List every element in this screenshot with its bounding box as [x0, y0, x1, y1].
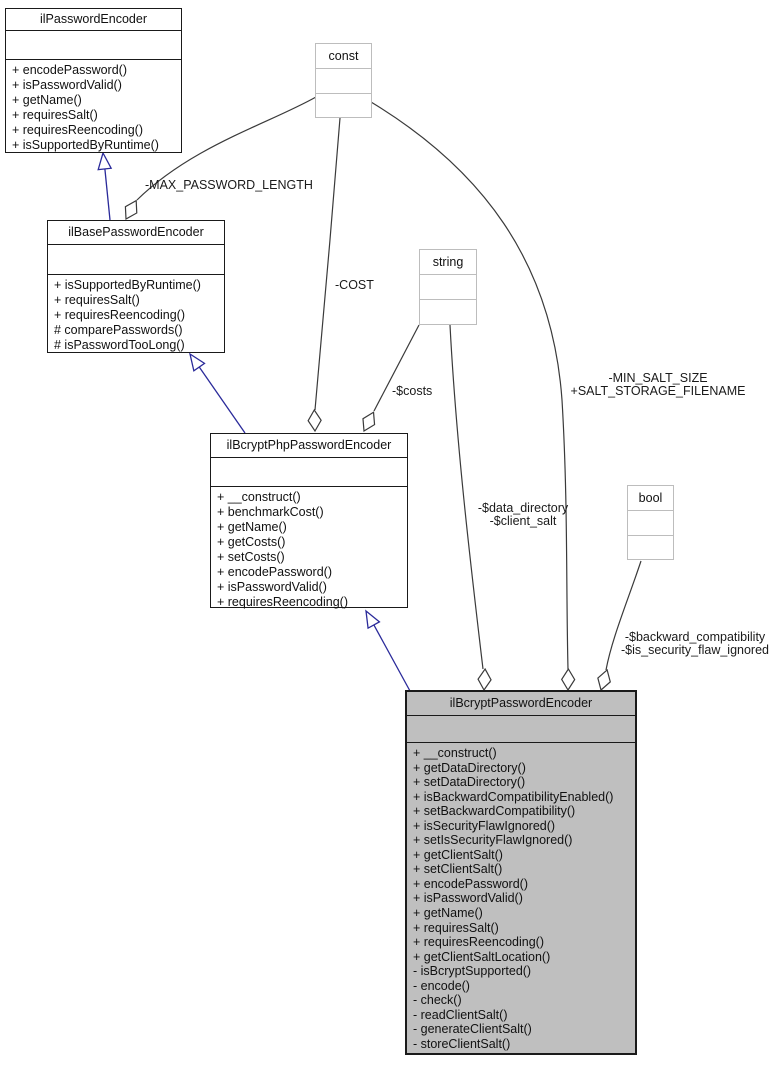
- method-label: + getClientSaltLocation(): [413, 949, 551, 964]
- method-label: + setDataDirectory(): [413, 775, 526, 790]
- method-label: + requiresSalt(): [12, 108, 98, 122]
- method-label: + __construct(): [217, 490, 301, 504]
- aggregation-diamond: [597, 668, 611, 692]
- method-label: + encodePassword(): [413, 876, 528, 891]
- type-node-bool: bool: [627, 485, 674, 560]
- method-label: + getClientSalt(): [413, 847, 503, 862]
- aggregation-edge-min-salt: [370, 101, 569, 670]
- method-label: - readClientSalt(): [413, 1007, 508, 1022]
- class-title: ilBasePasswordEncoder: [48, 221, 224, 245]
- inheritance-arrowhead: [97, 151, 113, 171]
- method-label: + setClientSalt(): [413, 862, 503, 877]
- method-label: + getName(): [12, 93, 82, 107]
- aggregation-diamond: [124, 199, 138, 220]
- method-label: - isBcryptSupported(): [413, 964, 532, 979]
- method-label: + isSupportedByRuntime(): [54, 278, 201, 292]
- method-label: + benchmarkCost(): [217, 505, 324, 519]
- edge-label-line: -MIN_SALT_SIZE: [608, 371, 708, 385]
- method-label: + setCosts(): [217, 550, 285, 564]
- attributes-compartment: [316, 69, 371, 94]
- method-label: + isSecurityFlawIgnored(): [413, 818, 556, 833]
- edge-label-line: +SALT_STORAGE_FILENAME: [570, 384, 746, 398]
- aggregation-edge-cost: [314, 117, 341, 411]
- method-label: - storeClientSalt(): [413, 1036, 511, 1051]
- operations-compartment: [628, 536, 673, 560]
- aggregation-edge-max-password-length: [136, 96, 317, 201]
- attributes-compartment: [6, 31, 181, 60]
- inheritance-edge-bcrypt-to-php: [368, 615, 411, 692]
- method-label: + requiresReencoding(): [413, 935, 544, 950]
- method-label: - check(): [413, 993, 462, 1008]
- method-label: + isSupportedByRuntime(): [12, 138, 159, 152]
- inheritance-arrowhead: [189, 352, 206, 372]
- attributes-compartment: [211, 458, 407, 487]
- methods-compartment: + encodePassword()+ isPasswordValid()+ g…: [6, 60, 181, 156]
- class-node-ilPasswordEncoder[interactable]: ilPasswordEncoder + encodePassword()+ is…: [5, 8, 182, 153]
- type-title: const: [316, 44, 371, 69]
- class-title: ilBcryptPhpPasswordEncoder: [211, 434, 407, 458]
- type-title: bool: [628, 486, 673, 511]
- inheritance-arrowhead: [365, 609, 381, 630]
- method-label: + requiresReencoding(): [12, 123, 143, 137]
- method-label: + isPasswordValid(): [12, 78, 122, 92]
- method-label: + encodePassword(): [12, 63, 127, 77]
- method-label: + setIsSecurityFlawIgnored(): [413, 833, 573, 848]
- edge-label-max-password-length: -MAX_PASSWORD_LENGTH: [145, 178, 313, 192]
- edge-label-line: -$is_security_flaw_ignored: [621, 643, 769, 657]
- attributes-compartment: [48, 245, 224, 275]
- edge-label-line: -$backward_compatibility: [624, 630, 766, 644]
- operations-compartment: [316, 94, 371, 118]
- class-title: ilPasswordEncoder: [6, 9, 181, 31]
- edge-label-min-salt: -MIN_SALT_SIZE +SALT_STORAGE_FILENAME: [571, 372, 746, 398]
- attributes-compartment: [628, 511, 673, 536]
- edge-label-line: -$client_salt: [489, 514, 557, 528]
- attributes-compartment: [407, 716, 635, 743]
- attributes-compartment: [420, 275, 476, 300]
- aggregation-diamond: [307, 408, 322, 433]
- class-node-ilBcryptPhpPasswordEncoder[interactable]: ilBcryptPhpPasswordEncoder + __construct…: [210, 433, 408, 609]
- edge-label-costs: -$costs: [392, 384, 433, 398]
- aggregation-diamond: [362, 411, 376, 433]
- methods-compartment: + __construct()+ benchmarkCost()+ getNam…: [211, 487, 407, 613]
- type-title: string: [420, 250, 476, 275]
- edge-label-line: -$data_directory: [477, 501, 569, 515]
- method-label: + getName(): [413, 906, 483, 921]
- method-label: + isPasswordValid(): [217, 580, 327, 594]
- method-label: + requiresReencoding(): [217, 595, 348, 609]
- method-label: + getCosts(): [217, 535, 286, 549]
- class-title: ilBcryptPasswordEncoder: [407, 692, 635, 716]
- method-label: - encode(): [413, 978, 470, 993]
- method-label: + getName(): [217, 520, 287, 534]
- methods-compartment: + __construct()+ getDataDirectory()+ set…: [407, 743, 635, 1054]
- method-label: + setBackwardCompatibility(): [413, 804, 576, 819]
- method-label: - generateClientSalt(): [413, 1022, 532, 1037]
- method-label: + requiresSalt(): [54, 293, 140, 307]
- method-label: + isPasswordValid(): [413, 891, 523, 906]
- class-node-ilBasePasswordEncoder[interactable]: ilBasePasswordEncoder + isSupportedByRun…: [47, 220, 225, 353]
- operations-compartment: [420, 300, 476, 324]
- edge-label-data-directory: -$data_directory -$client_salt: [478, 502, 568, 528]
- method-label: + isBackwardCompatibilityEnabled(): [413, 789, 614, 804]
- method-label: # isPasswordTooLong(): [54, 338, 185, 352]
- edge-label-cost: -COST: [335, 278, 374, 292]
- method-label: + __construct(): [413, 746, 497, 760]
- type-node-const: const: [315, 43, 372, 118]
- methods-compartment: + isSupportedByRuntime()+ requiresSalt()…: [48, 275, 224, 356]
- aggregation-edge-costs: [373, 324, 420, 412]
- method-label: + getDataDirectory(): [413, 760, 526, 775]
- aggregation-diamond: [477, 667, 492, 692]
- aggregation-edge-data-directory: [449, 324, 484, 670]
- aggregation-edge-backward: [605, 560, 642, 671]
- inheritance-edge-base-to-interface: [103, 159, 111, 221]
- inheritance-edge-php-to-base: [192, 357, 246, 434]
- aggregation-diamond: [560, 667, 576, 692]
- method-label: + encodePassword(): [217, 565, 332, 579]
- edge-label-backward-compatibility: -$backward_compatibility -$is_security_f…: [621, 631, 769, 657]
- method-label: + requiresReencoding(): [54, 308, 185, 322]
- method-label: + requiresSalt(): [413, 920, 499, 935]
- method-label: # comparePasswords(): [54, 323, 183, 337]
- class-node-ilBcryptPasswordEncoder: ilBcryptPasswordEncoder + __construct()+…: [405, 690, 637, 1055]
- type-node-string: string: [419, 249, 477, 325]
